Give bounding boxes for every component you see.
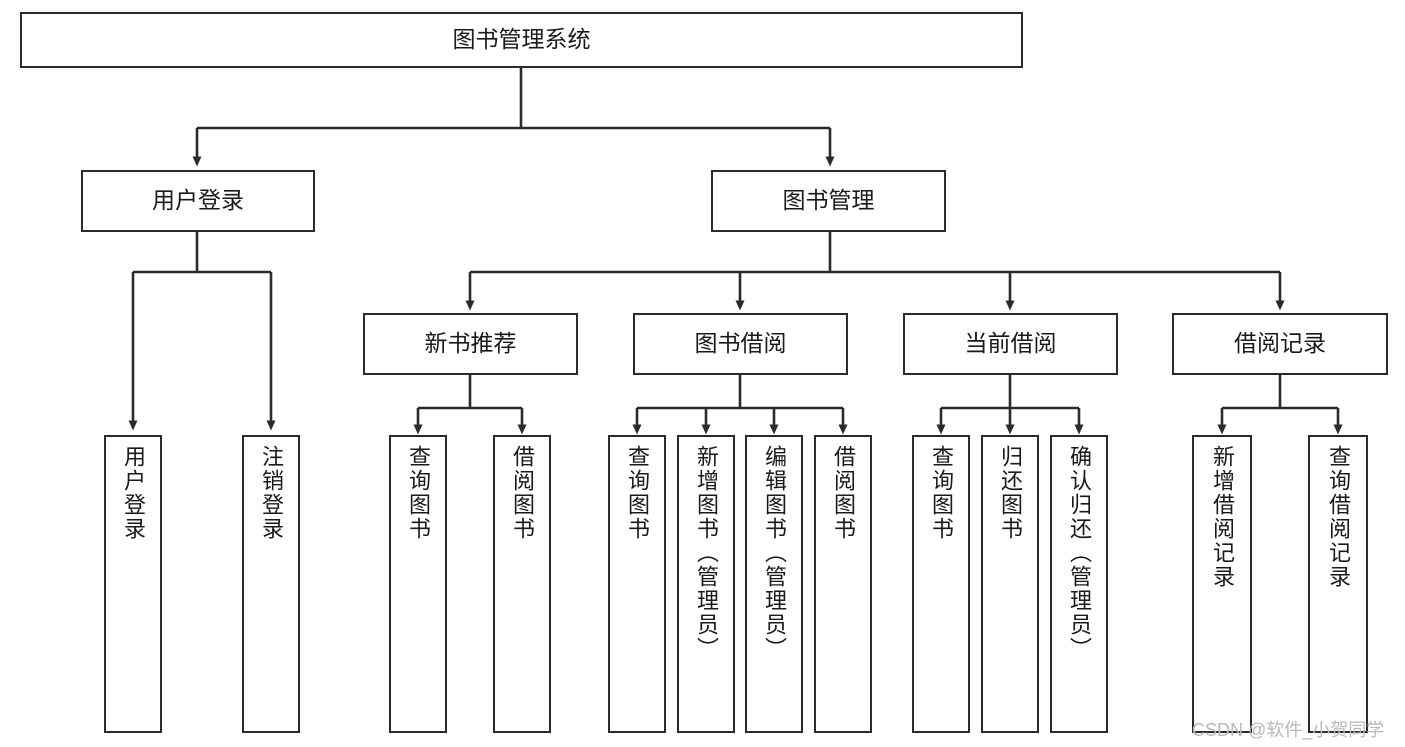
node-current-borrow-label: 当前借阅 bbox=[964, 330, 1057, 357]
node-leaf-return-book[interactable]: 归还图书 bbox=[981, 435, 1039, 733]
node-book-borrow-label: 图书借阅 bbox=[694, 330, 787, 357]
node-leaf-user-logout[interactable]: 注销登录 bbox=[242, 435, 300, 733]
node-leaf-user-login[interactable]: 用户登录 bbox=[104, 435, 162, 733]
node-leaf-borrow-book-2-label: 借阅图书 bbox=[831, 445, 856, 541]
node-leaf-query-book-2[interactable]: 查询图书 bbox=[608, 435, 666, 733]
node-leaf-add-book-label: 新增图书（管理员） bbox=[694, 445, 719, 661]
node-leaf-add-record-label: 新增借阅记录 bbox=[1210, 445, 1235, 589]
node-book-manage[interactable]: 图书管理 bbox=[711, 170, 946, 232]
node-leaf-edit-book-label: 编辑图书（管理员） bbox=[762, 445, 787, 661]
node-new-book-recommend[interactable]: 新书推荐 bbox=[363, 313, 578, 375]
node-leaf-edit-book[interactable]: 编辑图书（管理员） bbox=[745, 435, 803, 733]
node-borrow-record-label: 借阅记录 bbox=[1234, 330, 1326, 357]
node-user-login[interactable]: 用户登录 bbox=[81, 170, 315, 232]
node-leaf-query-record[interactable]: 查询借阅记录 bbox=[1308, 435, 1368, 733]
node-leaf-query-book-3-label: 查询图书 bbox=[929, 445, 954, 541]
node-book-borrow[interactable]: 图书借阅 bbox=[633, 313, 848, 375]
node-leaf-borrow-book-1[interactable]: 借阅图书 bbox=[493, 435, 551, 733]
node-leaf-query-book-1-label: 查询图书 bbox=[406, 445, 431, 541]
node-leaf-query-book-2-label: 查询图书 bbox=[625, 445, 650, 541]
node-leaf-confirm-return-label: 确认归还（管理员） bbox=[1067, 445, 1092, 661]
node-book-manage-label: 图书管理 bbox=[782, 187, 875, 214]
node-user-login-label: 用户登录 bbox=[152, 187, 244, 214]
node-root[interactable]: 图书管理系统 bbox=[20, 12, 1023, 68]
node-root-label: 图书管理系统 bbox=[452, 26, 591, 53]
node-leaf-user-logout-label: 注销登录 bbox=[259, 445, 284, 541]
node-leaf-return-book-label: 归还图书 bbox=[998, 445, 1023, 541]
node-borrow-record[interactable]: 借阅记录 bbox=[1172, 313, 1388, 375]
node-leaf-user-login-label: 用户登录 bbox=[121, 445, 146, 541]
node-current-borrow[interactable]: 当前借阅 bbox=[903, 313, 1118, 375]
node-leaf-borrow-book-1-label: 借阅图书 bbox=[510, 445, 535, 541]
node-leaf-confirm-return[interactable]: 确认归还（管理员） bbox=[1050, 435, 1108, 733]
watermark-text: CSDN @软件_小贺同学 bbox=[1192, 720, 1385, 740]
node-new-book-recommend-label: 新书推荐 bbox=[424, 330, 517, 357]
node-leaf-borrow-book-2[interactable]: 借阅图书 bbox=[814, 435, 872, 733]
node-leaf-add-record[interactable]: 新增借阅记录 bbox=[1192, 435, 1252, 733]
node-leaf-query-book-3[interactable]: 查询图书 bbox=[912, 435, 970, 733]
node-leaf-add-book[interactable]: 新增图书（管理员） bbox=[677, 435, 735, 733]
node-leaf-query-record-label: 查询借阅记录 bbox=[1326, 445, 1351, 589]
node-leaf-query-book-1[interactable]: 查询图书 bbox=[389, 435, 447, 733]
